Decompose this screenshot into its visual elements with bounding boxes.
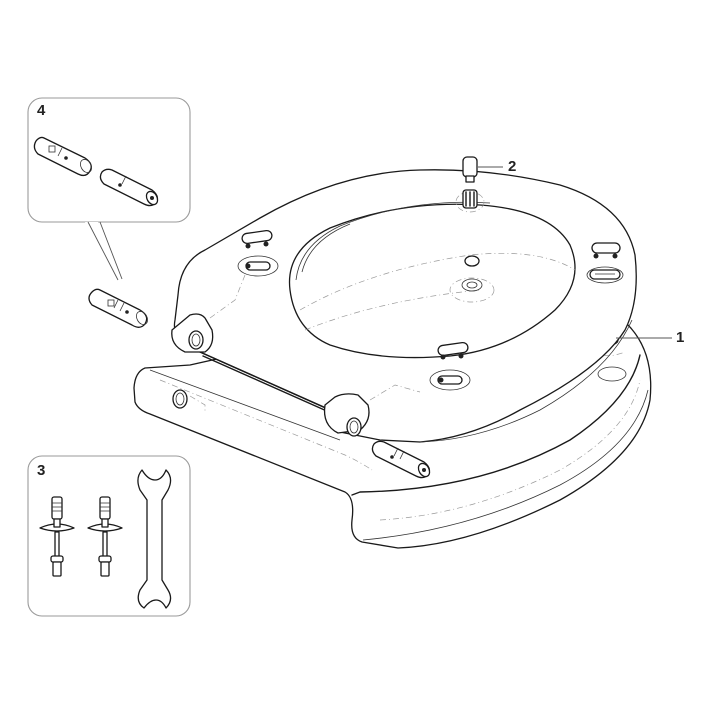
- seat-lid: [171, 169, 637, 443]
- detail-box-3: [27, 455, 191, 617]
- callout-1: 1: [676, 329, 685, 346]
- part-2-buffer: [462, 156, 503, 183]
- callout-3: 3: [37, 462, 46, 479]
- callout-4: 4: [37, 102, 46, 119]
- fixing-bolt-icon: [87, 496, 123, 577]
- wrench-icon: [137, 469, 172, 609]
- detail-box-4: [27, 97, 191, 281]
- loose-hinge-pin-left: [88, 288, 148, 328]
- loose-hinge-pin-right: [371, 440, 431, 479]
- callout-2: 2: [508, 158, 517, 175]
- fixing-bolt-icon: [39, 496, 75, 577]
